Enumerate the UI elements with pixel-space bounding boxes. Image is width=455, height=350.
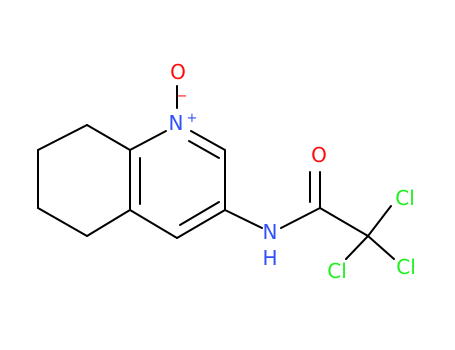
atom-o-noxide: O − — [170, 60, 187, 104]
bond — [176, 209, 226, 239]
bond — [37, 207, 88, 237]
bond — [367, 235, 395, 260]
bond — [190, 130, 226, 151]
atom-symbol: O — [170, 60, 186, 84]
atom-hydrogen: H — [262, 246, 277, 270]
pyridine-ring — [129, 130, 226, 239]
charge-plus: + — [187, 111, 198, 126]
atom-symbol: N — [169, 111, 184, 135]
bond — [280, 207, 321, 229]
atom-cl-1: Cl — [395, 186, 415, 210]
atom-symbol: N — [263, 220, 278, 244]
bond — [37, 124, 88, 151]
trichloroacetamide-chain — [224, 171, 395, 260]
atom-cl-3: Cl — [396, 255, 416, 279]
atom-cl-2: Cl — [327, 259, 347, 283]
bond — [345, 235, 369, 260]
bond — [319, 207, 369, 237]
bond — [129, 130, 167, 151]
atom-o-carbonyl: O — [311, 143, 327, 167]
bond — [224, 209, 263, 229]
bond — [86, 209, 131, 237]
bond — [86, 124, 131, 151]
bond — [367, 205, 392, 237]
bond — [179, 201, 220, 226]
bond — [129, 209, 178, 239]
atom-n-ring: N + — [169, 111, 198, 135]
atom-n-amide: N H — [262, 220, 277, 270]
bond — [188, 140, 220, 159]
charge-minus: − — [177, 89, 188, 104]
saturated-ring — [37, 124, 131, 237]
